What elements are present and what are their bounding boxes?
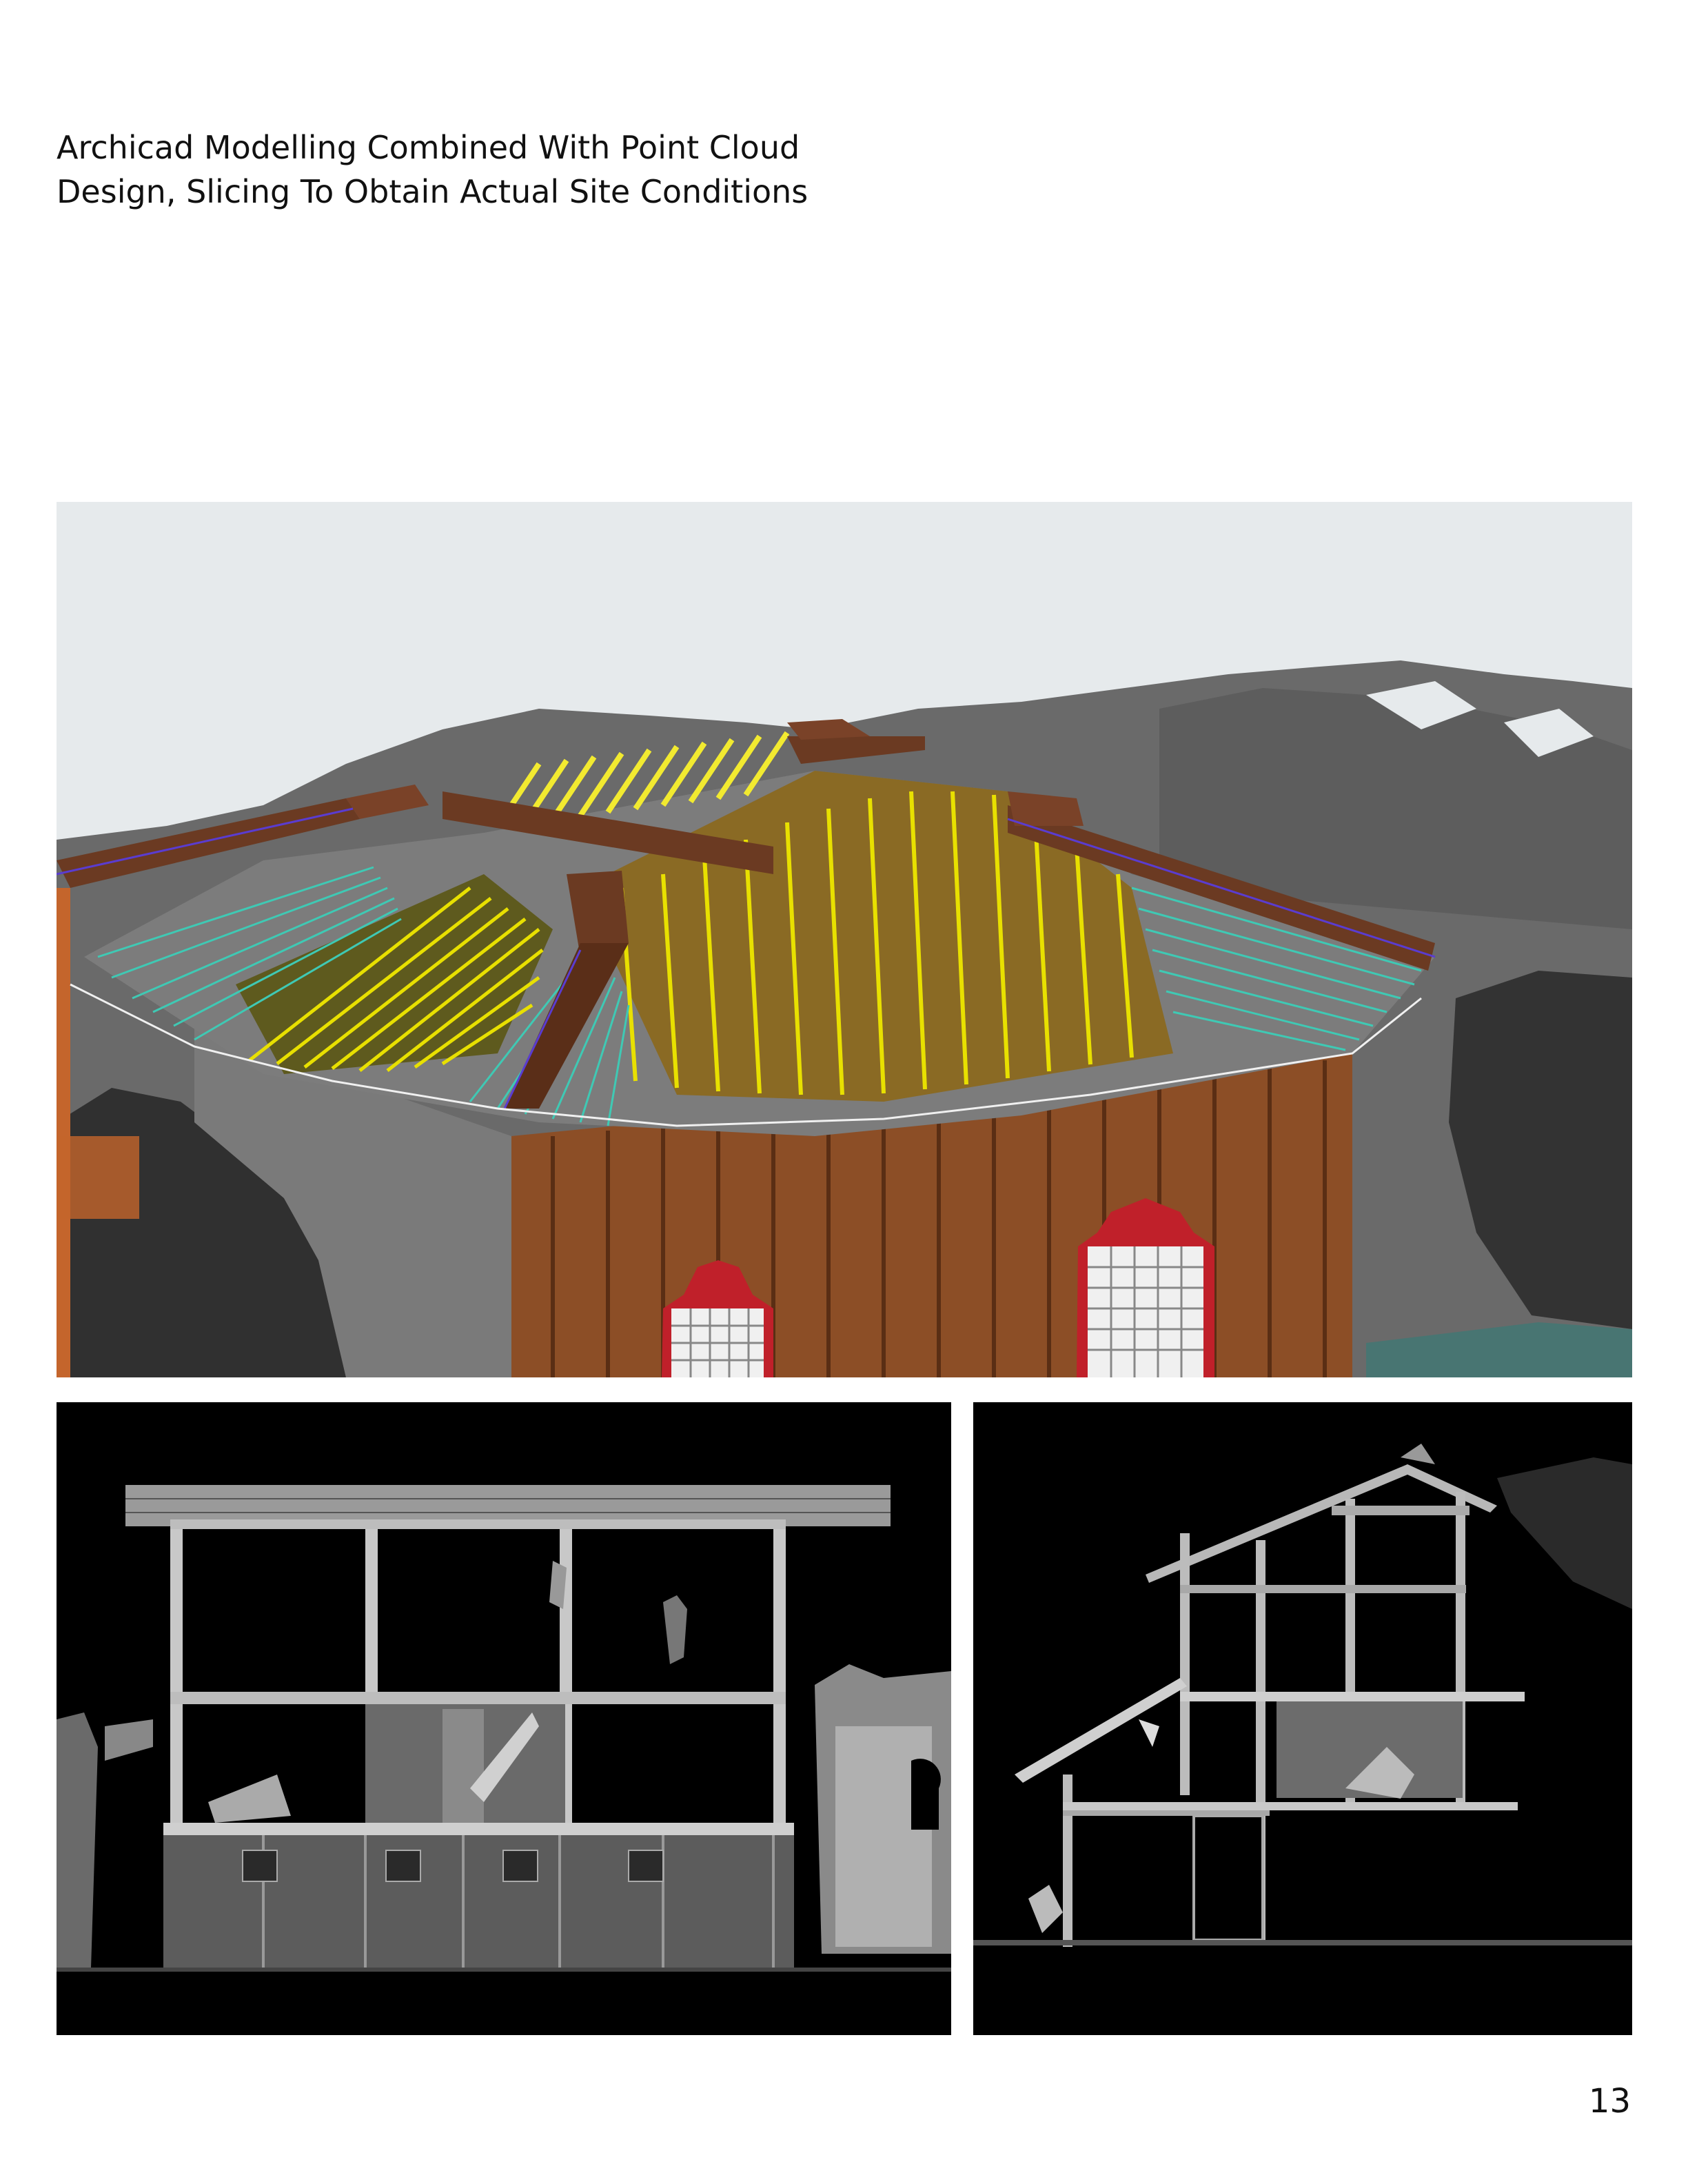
section-long-graphic [57, 1485, 951, 1972]
page-title: Archicad Modelling Combined With Point C… [57, 125, 1021, 214]
page-title-line-2: Design, Slicing To Obtain Actual Site Co… [57, 173, 809, 210]
section-long-image [57, 1402, 951, 2035]
hero-model-image [57, 502, 1632, 1377]
window-right [1077, 1198, 1214, 1377]
section-cross-image [973, 1402, 1632, 2035]
window-left [662, 1260, 773, 1377]
section-cross-graphic [973, 1444, 1632, 1947]
page-title-line-1: Archicad Modelling Combined With Point C… [57, 129, 800, 166]
hero-model-graphic [57, 660, 1632, 1377]
page-number: 13 [1588, 2082, 1631, 2121]
